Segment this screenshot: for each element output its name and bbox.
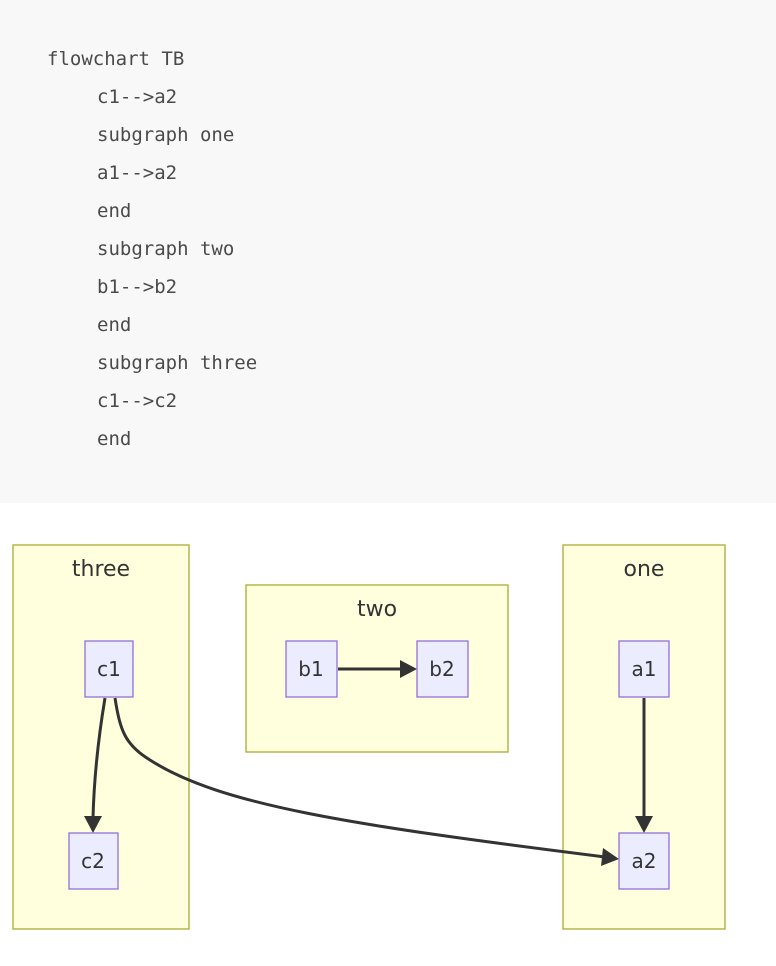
node-c1[interactable]: c1 [84, 640, 134, 698]
node-b2-box[interactable] [416, 640, 469, 698]
arrow-head-icon [84, 816, 102, 833]
subgraph-one-label: one [624, 557, 665, 582]
code-line: end [97, 428, 132, 450]
node-b1-label: b1 [298, 657, 323, 681]
node-c2-label: c2 [81, 849, 105, 873]
code-line: b1-->b2 [97, 276, 178, 298]
code-block: flowchart TB c1-->a2 subgraph one a1-->a… [47, 48, 258, 450]
edge-c1-c2-line [91, 697, 107, 819]
node-c1-box[interactable] [84, 640, 134, 698]
edge-c1-a2-line [113, 697, 606, 859]
code-line: subgraph one [97, 124, 235, 146]
arrow-head-icon [635, 816, 653, 833]
node-c2-box[interactable] [68, 832, 119, 890]
subgraph-two-label: two [357, 597, 397, 622]
node-b2-label: b2 [429, 657, 454, 681]
node-b1[interactable]: b1 [285, 640, 338, 698]
code-line: subgraph two [97, 238, 235, 260]
node-c2[interactable]: c2 [68, 832, 119, 890]
node-a1-box[interactable] [618, 640, 670, 698]
edge-c1-a2 [113, 697, 619, 866]
edge-b1-b2 [338, 660, 417, 678]
arrow-head-icon [601, 848, 619, 866]
code-line: end [97, 314, 132, 336]
code-line: a1-->a2 [97, 162, 178, 184]
node-a1[interactable]: a1 [618, 640, 670, 698]
subgraph-three-label: three [72, 557, 130, 582]
code-line: c1-->c2 [97, 390, 178, 412]
node-b2[interactable]: b2 [416, 640, 469, 698]
code-line: flowchart TB [47, 48, 185, 70]
edge-c1-c2 [84, 697, 107, 833]
edge-a1-a2 [635, 698, 653, 833]
arrow-head-icon [400, 660, 417, 678]
code-line: subgraph three [97, 352, 258, 374]
node-c1-label: c1 [97, 657, 121, 681]
node-a2-label: a2 [632, 849, 657, 873]
code-line: end [97, 200, 132, 222]
node-a2[interactable]: a2 [618, 832, 670, 890]
code-line: c1-->a2 [97, 86, 178, 108]
node-a1-label: a1 [632, 657, 657, 681]
node-a2-box[interactable] [618, 832, 670, 890]
node-b1-box[interactable] [285, 640, 338, 698]
